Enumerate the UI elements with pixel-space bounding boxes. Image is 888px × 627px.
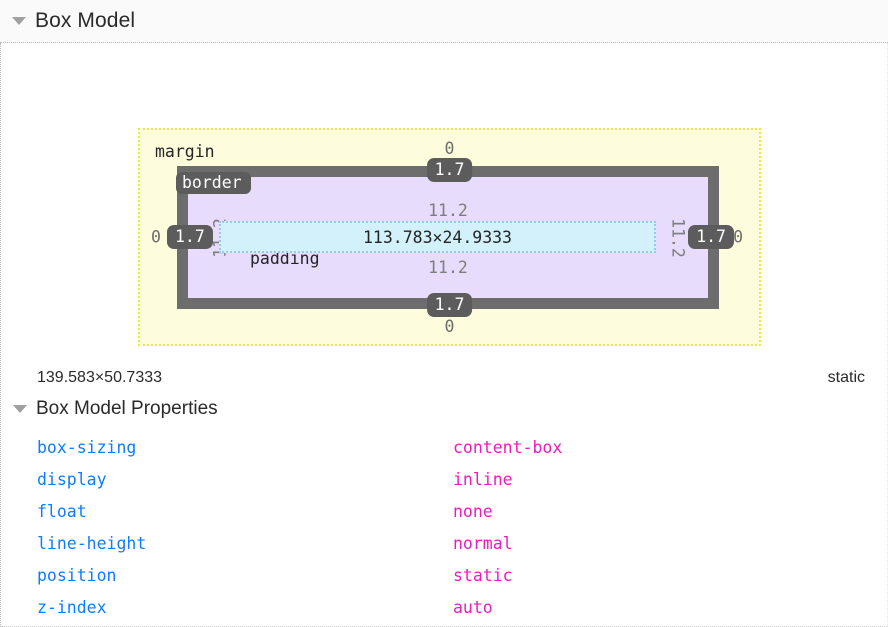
element-position-label: static [827, 369, 865, 386]
triangle-down-icon[interactable] [13, 405, 27, 413]
border-right-value[interactable]: 1.7 [688, 225, 734, 249]
content-box[interactable]: 113.783×24.9333 [219, 221, 656, 253]
padding-bottom-value[interactable]: 11.2 [428, 258, 468, 277]
table-row[interactable]: z-index auto [1, 591, 887, 623]
table-row[interactable]: display inline [1, 463, 887, 495]
table-row[interactable]: line-height normal [1, 527, 887, 559]
table-row[interactable]: position static [1, 559, 887, 591]
triangle-down-icon[interactable] [12, 17, 26, 25]
border-bottom-value[interactable]: 1.7 [426, 293, 473, 317]
margin-zone-label: margin [155, 142, 215, 161]
property-name[interactable]: position [37, 565, 117, 585]
box-model-properties-header[interactable]: Box Model Properties [13, 398, 218, 420]
margin-box[interactable]: margin 0 0 0 0 border padding 11.2 11.2 … [138, 128, 761, 346]
property-name[interactable]: line-height [37, 533, 147, 553]
property-value[interactable]: auto [453, 597, 493, 617]
margin-left-value[interactable]: 0 [151, 227, 161, 247]
padding-zone-label: padding [250, 249, 320, 268]
property-name[interactable]: box-sizing [37, 437, 137, 457]
property-value[interactable]: none [453, 501, 493, 521]
margin-bottom-value[interactable]: 0 [444, 317, 455, 336]
property-value[interactable]: inline [453, 469, 513, 489]
padding-right-value[interactable]: 11.2 [668, 217, 688, 258]
box-model-properties-list: box-sizing content-box display inline fl… [1, 431, 887, 627]
box-model-summary: 139.583×50.7333 static [1, 358, 887, 398]
border-zone-label: border [176, 172, 251, 194]
margin-top-value[interactable]: 0 [444, 139, 455, 158]
border-top-value[interactable]: 1.7 [426, 158, 473, 182]
margin-right-value[interactable]: 0 [733, 227, 743, 247]
property-value[interactable]: normal [453, 533, 513, 553]
content-size-label: 113.783×24.9333 [362, 227, 512, 247]
box-model-section-header[interactable]: Box Model [0, 0, 888, 43]
property-name[interactable]: z-index [37, 597, 107, 617]
table-row[interactable]: float none [1, 495, 887, 527]
page-title: Box Model [35, 9, 136, 32]
element-size-label: 139.583×50.7333 [37, 369, 163, 386]
box-model-panel: margin 0 0 0 0 border padding 11.2 11.2 … [0, 43, 888, 627]
box-model-properties-title: Box Model Properties [36, 398, 218, 419]
property-value[interactable]: static [453, 565, 513, 585]
property-name[interactable]: display [37, 469, 107, 489]
property-name[interactable]: float [37, 501, 87, 521]
border-left-value[interactable]: 1.7 [167, 225, 213, 249]
border-box[interactable]: padding 11.2 11.2 11.2 11.2 113.783×24.9… [177, 166, 719, 309]
property-value[interactable]: content-box [453, 437, 563, 457]
table-row[interactable]: box-sizing content-box [1, 431, 887, 463]
padding-top-value[interactable]: 11.2 [428, 201, 468, 220]
